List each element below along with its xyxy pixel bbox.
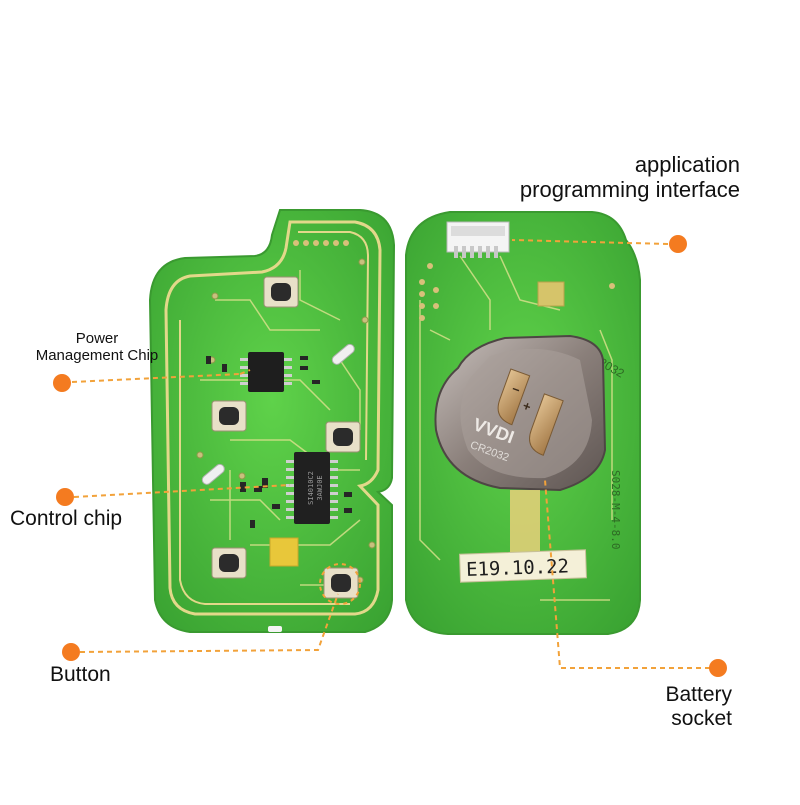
left-pcb-board: SI4010C2 3AWJ0E <box>148 209 396 633</box>
chip-marking-1: SI4010C2 <box>307 471 315 505</box>
api-connector <box>446 221 510 258</box>
highlight-circles <box>319 563 361 605</box>
left-qr-code <box>269 537 299 567</box>
callout-markers <box>53 235 727 677</box>
api-label-line-2: programming interface <box>519 177 740 203</box>
api-label-line-1: application <box>634 152 740 177</box>
power-label-line-1: Power <box>75 330 119 347</box>
right-qr-code <box>537 281 565 307</box>
api-marker <box>669 235 687 253</box>
left-buttons <box>211 276 361 599</box>
power-label-line-2: Management Chip <box>35 347 159 365</box>
api-label: application programming interface <box>470 152 740 203</box>
control-chip-marker <box>56 488 74 506</box>
chip-marking-2: 3AWJ0E <box>316 475 324 500</box>
right-pcb-board: CR2032 S028-M-4-8.0 − + VVDI CR2032 E19.… <box>405 211 641 635</box>
battery-label-line-2: socket <box>671 707 732 731</box>
callout-leaders <box>71 239 710 669</box>
control-chip: SI4010C2 3AWJ0E <box>286 452 338 524</box>
button-label: Button <box>50 663 111 686</box>
pcb-vertical-code: S028-M-4-8.0 <box>609 470 622 549</box>
battery-socket: − + VVDI CR2032 <box>434 334 607 492</box>
power-management-chip <box>240 352 292 392</box>
power-management-chip-label: Power Management Chip <box>22 330 172 365</box>
battery-label-line-1: Battery <box>665 683 732 706</box>
date-code: E19.10.22 <box>466 555 570 581</box>
control-chip-label: Control chip <box>10 507 123 530</box>
battery-socket-marker <box>709 659 727 677</box>
battery-socket-label: Battery socket <box>610 683 732 731</box>
power-chip-marker <box>53 374 71 392</box>
button-marker <box>62 643 80 661</box>
